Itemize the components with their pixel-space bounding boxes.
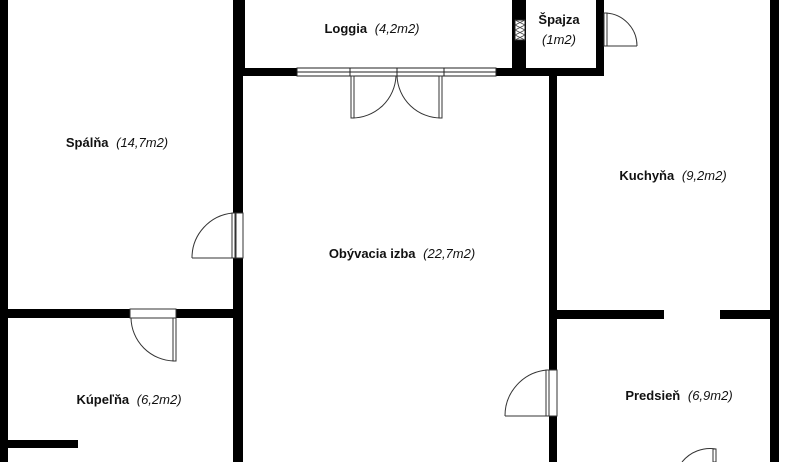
- wall-left-outer: [0, 0, 8, 462]
- room-area: (6,2m2): [137, 392, 182, 407]
- wall-living-left: [233, 305, 243, 462]
- room-area-spajza: (1m2): [542, 32, 576, 47]
- door-swing: [130, 317, 175, 362]
- door-swing: [191, 212, 234, 259]
- wall-living-right: [549, 68, 557, 462]
- door-spajza: [603, 12, 638, 47]
- wall-spalna-right: [233, 0, 243, 313]
- room-name: Špajza: [538, 12, 580, 27]
- room-name: Spálňa: [66, 135, 109, 150]
- door-swing: [605, 12, 638, 47]
- room-name: Kúpeľňa: [76, 392, 129, 407]
- door-opening: [548, 369, 558, 417]
- wall-spalna-bottom-left: [0, 309, 130, 318]
- door-leaf: [545, 369, 550, 417]
- door-spalna: [191, 212, 244, 259]
- room-label-kuchyna: Kuchyňa (9,2m2): [619, 168, 726, 183]
- room-labels: Loggia (4,2m2) Špajza (1m2) Spálňa (14,7…: [66, 12, 733, 407]
- door-leaf-panel: [231, 212, 236, 259]
- wall-right-outer: [770, 0, 779, 462]
- door-leaf-left: [350, 75, 355, 119]
- wall-living-top: [237, 68, 297, 76]
- door-opening: [129, 308, 177, 319]
- wall-spalna-bottom-right: [176, 309, 243, 318]
- wall-spajza-right: [596, 0, 604, 76]
- room-label-kupelna: Kúpeľňa (6,2m2): [76, 392, 181, 407]
- door-leaf: [603, 12, 608, 47]
- room-label-spalna: Spálňa (14,7m2): [66, 135, 168, 150]
- room-name: Predsieň: [625, 388, 680, 403]
- door-swing-right: [396, 75, 442, 119]
- vent-hatch: [514, 19, 526, 41]
- room-label-spajza: Špajza: [538, 12, 580, 27]
- door-leaf: [172, 317, 177, 362]
- room-label-predsien: Predsieň (6,9m2): [625, 388, 732, 403]
- door-kupelna: [129, 308, 177, 362]
- door-swing: [504, 369, 548, 417]
- loggia-window: [296, 67, 497, 77]
- wall-loggia-left: [237, 0, 245, 72]
- room-area: (14,7m2): [116, 135, 168, 150]
- wall-kitchen-top: [526, 68, 604, 76]
- vent-grille: [514, 19, 526, 41]
- room-area: (1m2): [542, 32, 576, 47]
- door-swing: [681, 448, 717, 462]
- wall-kitchen-bottom-left: [549, 310, 664, 319]
- door-leaf: [712, 448, 717, 462]
- room-area: (9,2m2): [682, 168, 727, 183]
- wall-kitchen-bottom-right: [720, 310, 779, 319]
- room-area: (22,7m2): [423, 246, 475, 261]
- door-predsien: [681, 448, 717, 462]
- doors: [129, 12, 717, 462]
- door-swing-left: [351, 75, 397, 119]
- door-loggia-double: [350, 75, 443, 119]
- room-name: Obývacia izba: [329, 246, 416, 261]
- room-area: (4,2m2): [375, 21, 420, 36]
- door-leaf: [235, 212, 244, 259]
- room-label-obyvacia: Obývacia izba (22,7m2): [329, 246, 475, 261]
- room-name: Kuchyňa: [619, 168, 675, 183]
- vent-box: [514, 19, 526, 41]
- door-leaf-right: [438, 75, 443, 119]
- room-label-loggia: Loggia (4,2m2): [324, 21, 419, 36]
- door-obyvacia: [504, 369, 558, 417]
- room-area: (6,9m2): [688, 388, 733, 403]
- wall-bathroom-stub: [8, 440, 78, 448]
- room-name: Loggia: [324, 21, 367, 36]
